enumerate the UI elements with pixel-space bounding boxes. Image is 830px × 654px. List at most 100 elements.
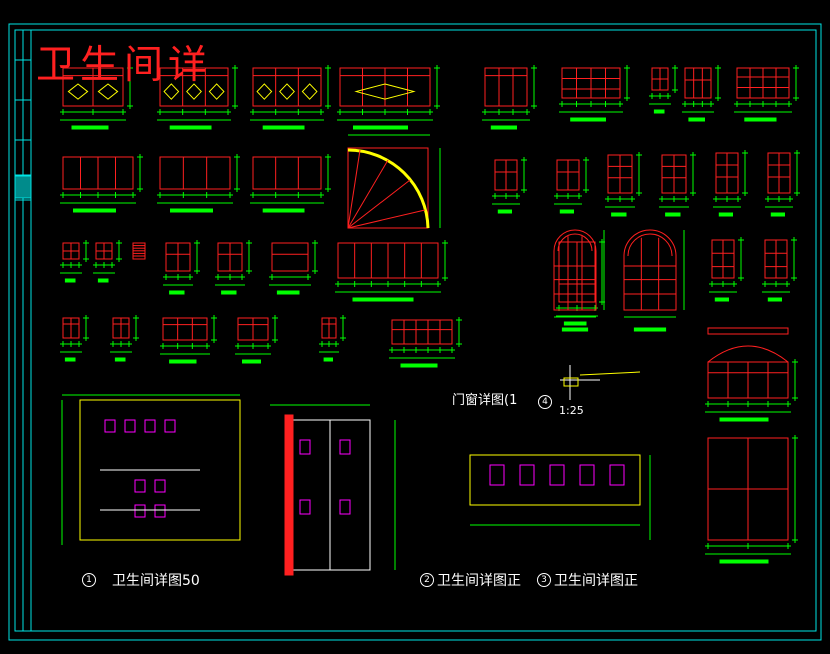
- section-marker: 4: [538, 395, 552, 409]
- window-c5-caption: [744, 117, 777, 122]
- window-c23-caption: [767, 297, 782, 302]
- window-c7-caption: [170, 208, 213, 213]
- window-c11-caption: [611, 212, 627, 217]
- plan-2-fixture: [299, 499, 311, 515]
- plan-1-scale: 50: [182, 573, 200, 589]
- curved-window-arc: [347, 148, 430, 229]
- plan-2-title-text: 卫生间详图: [437, 573, 507, 589]
- window-c26-caption: [169, 359, 197, 364]
- curved-window-plan-frame: [347, 147, 429, 229]
- plan-2-fixture: [339, 499, 351, 515]
- arched-window-2-frame: [623, 229, 677, 311]
- drawing-content: [60, 65, 800, 576]
- door-m4-diamond: [354, 83, 416, 100]
- arched-window-1-caption: [561, 327, 589, 332]
- plan-1-marker: 1: [82, 573, 96, 587]
- plan-2-marker: 2: [420, 573, 434, 587]
- window-c10-caption: [559, 209, 574, 214]
- plan-1-fixture: [104, 419, 116, 433]
- curved-window-ray: [347, 209, 426, 229]
- plan-2-wall: [284, 414, 294, 576]
- window-c17-caption: [169, 290, 185, 295]
- plan-3-marker: 3: [537, 573, 551, 587]
- door-m3-diamond: [256, 83, 273, 100]
- window-c19-caption: [276, 290, 300, 295]
- big-arch-window-top: [707, 345, 789, 363]
- door-m2-diamond: [208, 83, 225, 100]
- plan-1-outline: [79, 399, 241, 541]
- window-c27-caption: [242, 359, 261, 364]
- curved-window-ray: [347, 149, 361, 229]
- arched-window-2-inner-arc: [627, 233, 673, 257]
- plan-3-fixture: [579, 464, 595, 486]
- door-m1-diamond: [67, 83, 89, 100]
- plan-2-fixture: [339, 439, 351, 455]
- plan-1-fixture: [134, 479, 146, 493]
- plan-3-outline: [469, 454, 641, 506]
- curved-window-ray: [347, 179, 411, 229]
- plan-3-scale: 正: [624, 573, 638, 589]
- window-c28-caption: [323, 357, 334, 362]
- plan-2-title: 卫生间详图正: [437, 570, 521, 590]
- title-block-strip: [14, 59, 32, 201]
- drawing-frame: [8, 23, 822, 641]
- plan-1-title-text: 卫生间详图: [112, 573, 182, 589]
- window-c14-caption: [770, 212, 785, 217]
- window-c26-frame: [162, 317, 208, 341]
- window-c18-caption: [221, 290, 237, 295]
- plan-1-fixture: [164, 419, 176, 433]
- big-arch-window-caption: [719, 417, 769, 422]
- door-m1-diamond: [97, 83, 119, 100]
- door-m3-diamond: [301, 83, 318, 100]
- plan-1-fixture: [124, 419, 136, 433]
- window-c4-frame: [684, 67, 712, 99]
- window-c25-caption: [114, 357, 126, 362]
- plan-3-fixture: [489, 464, 505, 486]
- window-c8-caption: [262, 208, 305, 213]
- window-c29-caption: [400, 363, 438, 368]
- section-scale-label: 1:25: [559, 404, 584, 417]
- window-c3-caption: [653, 109, 665, 114]
- window-c20-caption: [352, 297, 414, 302]
- plan-2-fixture: [299, 439, 311, 455]
- door-m2-diamond: [186, 83, 202, 100]
- watermark-title: 卫生间详: [36, 43, 213, 88]
- curved-window-ray: [347, 159, 389, 229]
- big-arch-lintel: [707, 327, 789, 335]
- window-c29-frame: [391, 319, 453, 345]
- doors-windows-title-text: 门窗详图: [452, 393, 505, 408]
- plan-2-scale: 正: [507, 573, 521, 589]
- plan-3-fixture: [519, 464, 535, 486]
- doors-windows-scale: (1: [504, 393, 518, 408]
- window-c24-caption: [64, 357, 76, 362]
- arched-window-2-caption: [633, 327, 667, 332]
- window-c9-caption: [497, 209, 512, 214]
- window-c19-frame: [271, 242, 309, 272]
- window-c16-caption: [97, 278, 109, 283]
- door-m2-caption: [169, 125, 212, 130]
- door-m3-diamond: [279, 83, 295, 100]
- doors-windows-detail-title: 门窗详图(1: [452, 389, 517, 408]
- window-c12-caption: [665, 212, 681, 217]
- plan-1-fixture: [154, 479, 166, 493]
- plan-1-title: 卫生间详图50: [112, 570, 200, 590]
- plan-3-fixture: [549, 464, 565, 486]
- window-c4-caption: [688, 117, 706, 122]
- window-c22-caption: [714, 297, 729, 302]
- window-c2-caption: [570, 117, 607, 122]
- arched-window-1-inner-arc: [557, 233, 593, 252]
- window-c15-caption: [64, 278, 76, 283]
- door-m4-caption: [353, 125, 408, 130]
- window-c6-caption: [73, 208, 116, 213]
- door-m2-diamond: [163, 83, 180, 100]
- window-c1-caption: [490, 125, 517, 130]
- plan-1-fixture: [134, 504, 146, 518]
- section-detail-leader: [579, 371, 641, 376]
- window-c8-frame: [252, 156, 322, 190]
- section-detail-frame: [563, 377, 579, 387]
- window-c1-frame: [484, 67, 528, 107]
- window-c13-caption: [718, 212, 733, 217]
- door-m3-frame: [252, 67, 322, 107]
- door-m1-caption: [71, 125, 109, 130]
